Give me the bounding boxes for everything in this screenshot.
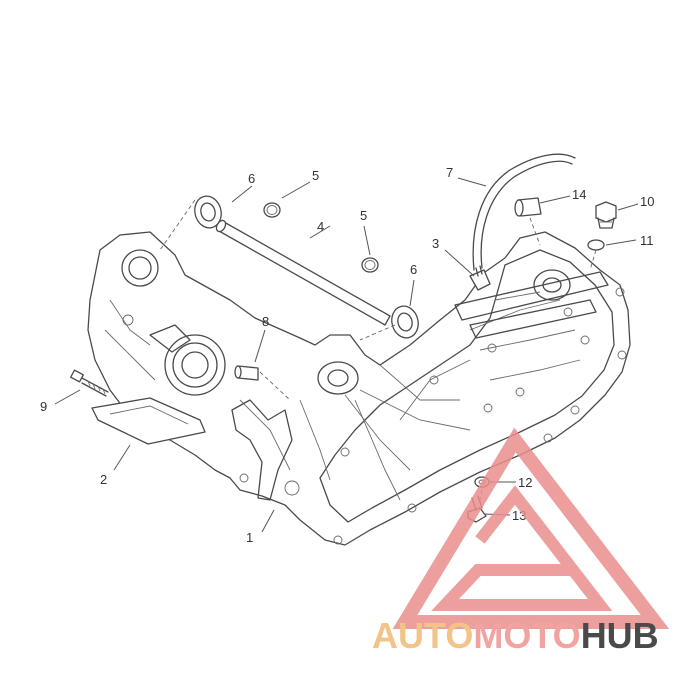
watermark-inner-mark-icon	[431, 485, 613, 611]
callout-4: 4	[317, 219, 324, 234]
bearing-left	[194, 195, 222, 229]
dowel-pin	[234, 365, 259, 381]
callout-5-lower: 5	[360, 208, 367, 223]
bolt	[70, 369, 109, 397]
watermark-hub: HUB	[581, 615, 659, 656]
callout-7: 7	[446, 165, 453, 180]
callout-12: 12	[518, 475, 532, 490]
callout-9: 9	[40, 399, 47, 414]
seal-ring-right	[361, 257, 379, 273]
mounting-plate	[91, 397, 206, 445]
o-ring	[587, 239, 605, 251]
leader-lines	[54, 177, 639, 533]
breather-fitting	[469, 265, 491, 291]
callout-8: 8	[262, 314, 269, 329]
callout-6-upper: 6	[248, 171, 255, 186]
watermark-logo	[392, 427, 670, 629]
watermark-auto: AUTO	[372, 615, 473, 656]
callout-3: 3	[432, 236, 439, 251]
bearing-right	[391, 305, 419, 339]
callout-5-upper: 5	[312, 168, 319, 183]
callout-2: 2	[100, 472, 107, 487]
filler-plug	[595, 201, 617, 229]
callout-1: 1	[246, 530, 253, 545]
sleeve	[514, 197, 542, 217]
callout-11: 11	[640, 233, 654, 248]
shaft	[215, 219, 391, 326]
breather-hose	[472, 153, 576, 271]
callout-14: 14	[572, 187, 586, 202]
callout-numbers: 1 2 3 4 5 5 6 6 7 8 9 10 11 12 13 14	[40, 165, 654, 545]
watermark-moto: MOTO	[473, 615, 580, 656]
crankcase-body	[87, 231, 631, 546]
watermark-triangle-icon	[392, 427, 670, 629]
callout-6-lower: 6	[410, 262, 417, 277]
seal-ring-left	[263, 202, 281, 218]
watermark-text: AUTOMOTOHUB	[372, 615, 659, 656]
callout-10: 10	[640, 194, 654, 209]
